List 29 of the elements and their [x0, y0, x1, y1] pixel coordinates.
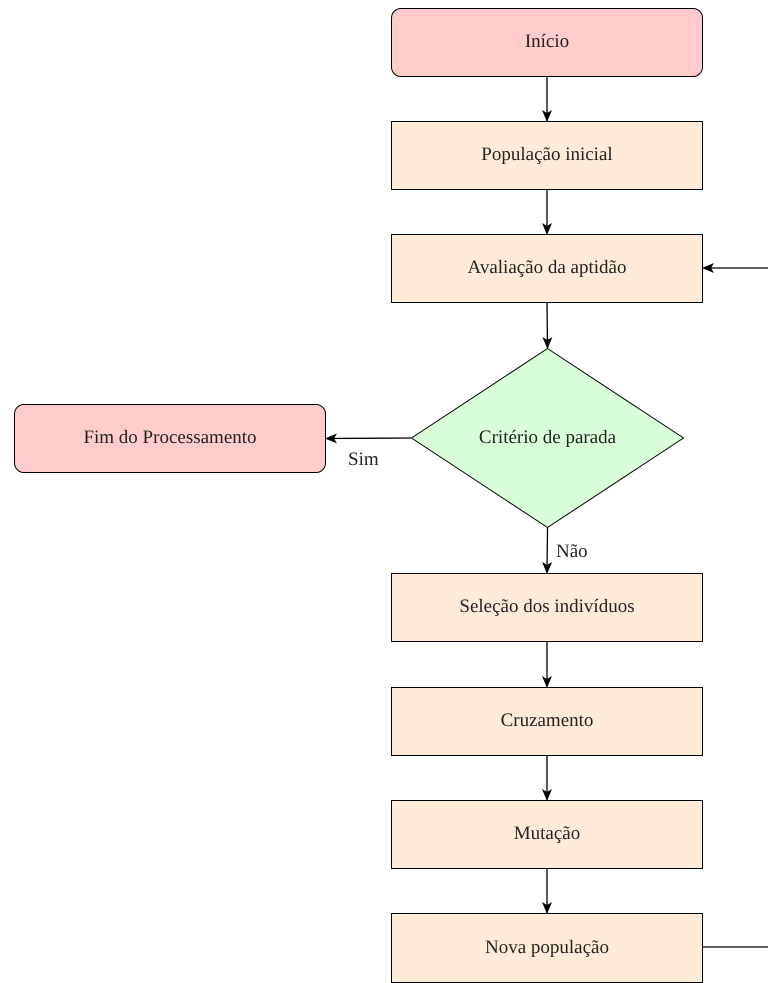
process-box — [391, 573, 703, 642]
edge-label: Sim — [348, 448, 379, 472]
node-label: Mutação — [514, 822, 580, 846]
arrow — [542, 756, 552, 801]
connector-line — [703, 946, 768, 948]
node-label: Fim do Processamento — [83, 426, 257, 450]
process-box — [391, 234, 703, 303]
process-box — [391, 121, 703, 190]
node-label: Avaliação da aptidão — [468, 256, 626, 280]
process-box — [391, 687, 703, 756]
arrow — [542, 642, 552, 688]
node-label: Seleção dos indivíduos — [459, 595, 635, 620]
arrow — [542, 190, 552, 235]
arrow — [325, 433, 411, 444]
arrow — [542, 77, 552, 122]
node-label: Cruzamento — [500, 709, 594, 734]
process-box — [391, 800, 703, 869]
arrow — [702, 263, 768, 273]
edge-label: Não — [556, 540, 588, 564]
node-label: Início — [524, 30, 570, 54]
arrow — [542, 869, 552, 914]
arrow — [542, 528, 552, 574]
terminal-box — [14, 404, 326, 473]
terminal-box — [391, 8, 703, 77]
node-label: Nova população — [485, 936, 609, 960]
process-box — [391, 913, 703, 983]
node-label: População inicial — [481, 143, 613, 168]
node-label: Critério de parada — [478, 426, 616, 450]
arrow — [542, 303, 552, 349]
